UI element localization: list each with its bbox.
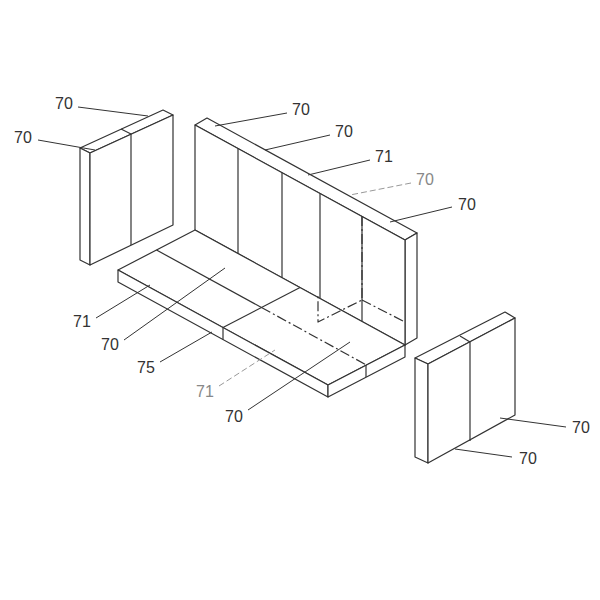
leader-line [265,135,330,150]
hidden-joint [262,308,367,366]
leader-line [219,350,275,386]
callout-number: 75 [135,359,157,377]
callout-number: 70 [570,419,592,437]
phantom-line [362,300,405,322]
callout-number: 70 [99,336,121,354]
brick-joint [365,365,366,377]
brick-joint [222,328,223,340]
callout-number: 70 [517,450,539,468]
callout-number: 70 [290,101,312,119]
callout-number: 70 [414,171,436,189]
callout-number: 70 [333,123,355,141]
leader-line [248,342,350,410]
callout-number: 71 [194,383,216,401]
callout-number: 71 [373,148,395,166]
leader-line [500,418,566,427]
leader-line [215,113,287,126]
leader-line [96,285,150,318]
leader-line [390,207,452,222]
leader-line [78,107,148,116]
leader-line [350,183,411,195]
callout-number: 70 [53,95,75,113]
brick-side [405,233,417,345]
brick-joint [130,134,131,245]
callout-number: 70 [12,129,34,147]
brick-joint [469,342,470,441]
brick-joint [460,336,470,342]
brick-side [328,345,405,397]
leader-line [160,332,212,362]
brick-joint [281,173,282,278]
brick-face [428,318,515,463]
callout-number: 70 [223,408,245,426]
brick-side [80,148,90,265]
leader-line [455,449,512,457]
leader-line [124,268,225,340]
phantom-line [318,216,362,322]
brick-joint [361,217,362,322]
leader-line [38,140,95,150]
brick-joint [157,250,262,308]
brick-face [90,115,173,265]
callout-number: 71 [71,313,93,331]
leader-line [308,160,370,175]
brick-joint [237,149,238,254]
brick-side [415,358,428,463]
brick-joint [319,194,320,299]
brick-joint [121,129,131,134]
callout-number: 70 [456,196,478,214]
